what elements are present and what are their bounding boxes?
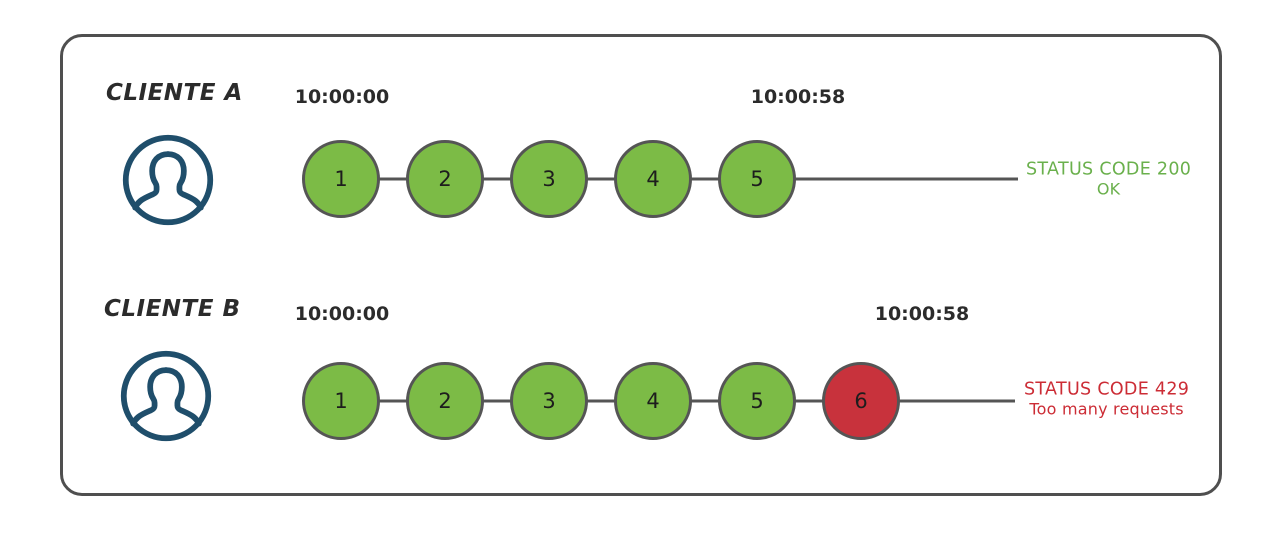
request-node: 1 xyxy=(302,362,380,440)
request-node: 4 xyxy=(614,362,692,440)
client-b-status-text: Too many requests xyxy=(1029,398,1184,418)
chain-tail-connector xyxy=(795,177,1018,181)
client-b-end-time: 10:00:58 xyxy=(874,303,970,325)
chain-connector xyxy=(379,177,407,181)
client-a-label: CLIENTE A xyxy=(106,80,243,106)
chain-connector xyxy=(483,399,511,403)
request-node: 3 xyxy=(510,362,588,440)
request-node: 5 xyxy=(718,362,796,440)
request-node: 1 xyxy=(302,140,380,218)
client-a-start-time: 10:00:00 xyxy=(294,86,390,108)
chain-connector xyxy=(483,177,511,181)
diagram-frame xyxy=(60,34,1222,496)
client-b-status-code: STATUS CODE 429 xyxy=(1024,379,1190,400)
client-a-status-code: STATUS CODE 200 xyxy=(1026,159,1192,180)
request-node: 4 xyxy=(614,140,692,218)
client-b-status: STATUS CODE 429 Too many requests xyxy=(1024,380,1189,418)
chain-tail-connector xyxy=(899,399,1015,403)
chain-connector xyxy=(379,399,407,403)
client-a-status-text: OK xyxy=(1096,178,1121,198)
client-b-label: CLIENTE B xyxy=(104,296,241,322)
chain-connector xyxy=(691,399,719,403)
client-a-status: STATUS CODE 200 OK xyxy=(1026,160,1191,198)
request-node: 5 xyxy=(718,140,796,218)
client-b-start-time: 10:00:00 xyxy=(294,303,390,325)
chain-connector xyxy=(587,177,615,181)
request-node: 2 xyxy=(406,140,484,218)
chain-connector xyxy=(691,177,719,181)
client-a-avatar-icon xyxy=(120,132,216,228)
client-b-avatar-icon xyxy=(118,348,214,444)
request-node: 3 xyxy=(510,140,588,218)
chain-connector xyxy=(795,399,823,403)
request-node: 2 xyxy=(406,362,484,440)
client-a-end-time: 10:00:58 xyxy=(750,86,846,108)
chain-connector xyxy=(587,399,615,403)
request-node: 6 xyxy=(822,362,900,440)
